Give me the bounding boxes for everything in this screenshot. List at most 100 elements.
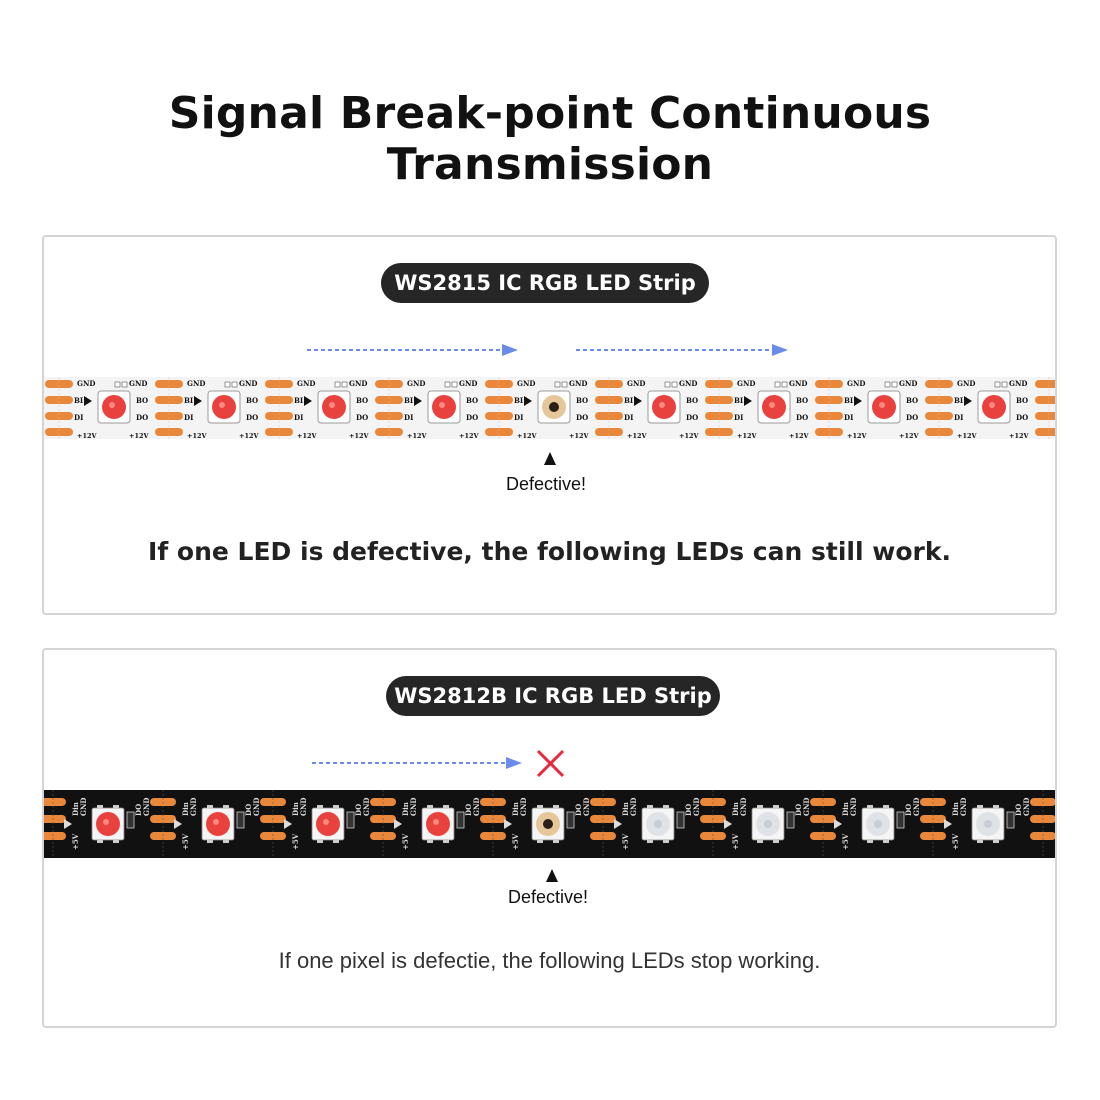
- pad-label-12v: +12V: [847, 432, 867, 439]
- solder-pad: [925, 412, 953, 420]
- pad-label-gnd: GND: [627, 379, 645, 388]
- pad-label-bo: BO: [686, 396, 698, 405]
- pad-label-bo: BO: [796, 396, 808, 405]
- pad-label-12v: +12V: [459, 432, 479, 439]
- pad-label-gnd: GND: [187, 379, 205, 388]
- resistor: [561, 381, 568, 388]
- pad-label-gnd: GND: [679, 379, 697, 388]
- pad-label-gnd: GND: [737, 379, 755, 388]
- pad-label-12v: +12V: [789, 432, 809, 439]
- resistor: [896, 811, 905, 829]
- solder-pad-group: [1035, 377, 1055, 439]
- pad-label-gnd: GND: [459, 379, 477, 388]
- led-die: [549, 402, 559, 412]
- pad-label-gnd: GND: [299, 798, 308, 816]
- resistor: [121, 381, 128, 388]
- led-die: [109, 402, 115, 408]
- solder-pad: [44, 798, 66, 806]
- solder-pad-group: [480, 790, 506, 858]
- solder-pad: [925, 396, 953, 404]
- solder-pad: [595, 380, 623, 388]
- led-pin: [333, 805, 339, 809]
- solder-pad-group: [1030, 790, 1055, 858]
- resistor: [786, 811, 795, 829]
- solder-pad-group: [925, 377, 953, 439]
- pad-label-gnd: GND: [407, 379, 425, 388]
- led-pin: [317, 839, 323, 843]
- pad-label-gnd: GND: [79, 798, 88, 816]
- data-direction-icon: [944, 819, 952, 829]
- ws2812b-flow-arrows: [312, 749, 565, 778]
- pad-label-gnd: GND: [1022, 798, 1031, 816]
- pad-label-12v: +12V: [187, 432, 207, 439]
- capacitor: [884, 381, 891, 388]
- solder-pad: [815, 396, 843, 404]
- led-pin: [97, 805, 103, 809]
- data-direction-icon: [194, 396, 202, 406]
- solder-pad: [1035, 428, 1055, 436]
- pad-label-do: DO: [686, 413, 698, 422]
- pad-label-gnd: GND: [252, 798, 261, 816]
- capacitor: [664, 381, 671, 388]
- resistor: [671, 381, 678, 388]
- pad-label-5v: +5V: [511, 833, 520, 850]
- data-direction-icon: [414, 396, 422, 406]
- pad-label-gnd: GND: [77, 379, 95, 388]
- pad-label-bi: BI: [294, 396, 303, 405]
- pad-label-gnd: GND: [959, 798, 968, 816]
- solder-pad-group: [705, 377, 733, 439]
- pad-label-din: Din: [511, 802, 520, 816]
- led-pin: [773, 805, 779, 809]
- solder-pad: [485, 412, 513, 420]
- pad-label-5v: +5V: [291, 833, 300, 850]
- led-pin: [537, 805, 543, 809]
- solder-pad: [155, 412, 183, 420]
- solder-pad: [1035, 380, 1055, 388]
- solder-pad-group: [150, 790, 176, 858]
- signal-arrow-icon: [307, 344, 518, 356]
- led-pin: [207, 805, 213, 809]
- led-pin: [647, 805, 653, 809]
- resistor: [566, 811, 575, 829]
- led-pin: [663, 805, 669, 809]
- pad-label-do: DO: [466, 413, 478, 422]
- solder-pad: [44, 815, 66, 823]
- pad-label-12v: +12V: [899, 432, 919, 439]
- solder-pad-group: [815, 377, 843, 439]
- led-pin: [883, 839, 889, 843]
- resistor: [891, 381, 898, 388]
- pad-label-do: DO: [464, 804, 473, 816]
- solder-pad: [925, 428, 953, 436]
- pad-label-bo: BO: [1016, 396, 1028, 405]
- solder-pad: [45, 412, 73, 420]
- pad-label-12v: +12V: [737, 432, 757, 439]
- capacitor: [444, 381, 451, 388]
- pad-label-do: DO: [904, 804, 913, 816]
- ws2812b-strip-label: WS2812B IC RGB LED Strip: [386, 676, 720, 716]
- led-die: [543, 819, 553, 829]
- solder-pad: [265, 412, 293, 420]
- resistor: [341, 381, 348, 388]
- solder-pad: [45, 428, 73, 436]
- capacitor: [774, 381, 781, 388]
- pad-label-din: Din: [71, 802, 80, 816]
- pad-label-12v: +12V: [77, 432, 97, 439]
- resistor: [346, 811, 355, 829]
- pad-label-12v: +12V: [517, 432, 537, 439]
- led-pin: [113, 839, 119, 843]
- pad-label-gnd: GND: [569, 379, 587, 388]
- led-pin: [757, 805, 763, 809]
- solder-pad: [815, 380, 843, 388]
- data-direction-icon: [724, 819, 732, 829]
- led-pin: [443, 805, 449, 809]
- defect-pointer-icon: [546, 869, 558, 882]
- led-die: [329, 402, 335, 408]
- led-pin: [553, 839, 559, 843]
- fail-x-icon: [536, 749, 565, 778]
